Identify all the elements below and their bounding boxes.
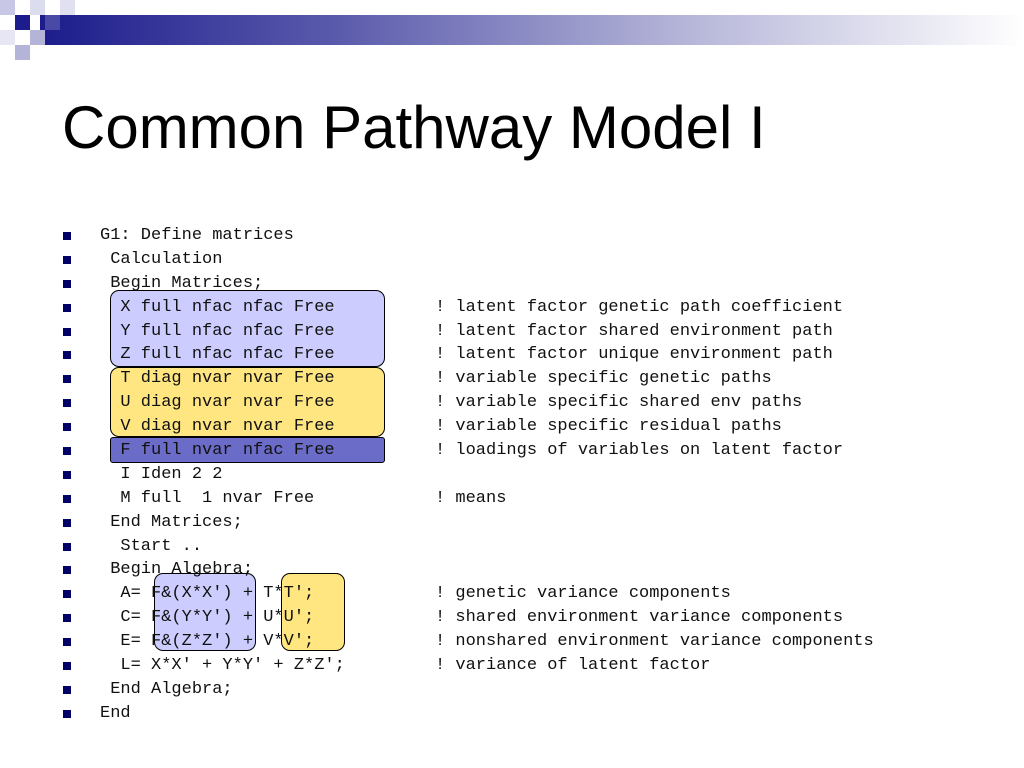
code-text: C= F&(Y*Y') + U*U'; xyxy=(100,608,315,628)
bullet-icon xyxy=(63,638,71,647)
code-line: A= F&(X*X') + T*T'; ! genetic variance co… xyxy=(0,582,1024,606)
code-line: Y full nfac nfac Free ! latent factor sha… xyxy=(0,320,1024,344)
code-comment: ! nonshared environment variance compone… xyxy=(435,632,874,652)
code-comment: ! variable specific residual paths xyxy=(435,417,782,437)
bullet-icon xyxy=(63,614,71,623)
bullet-icon xyxy=(63,518,71,527)
header-square-2 xyxy=(15,15,30,30)
code-comment: ! genetic variance components xyxy=(435,584,731,604)
code-comment: ! variance of latent factor xyxy=(435,656,711,676)
bullet-icon xyxy=(63,566,71,575)
code-text: End xyxy=(100,703,131,723)
code-line: Calculation xyxy=(0,248,1024,272)
code-line: End xyxy=(0,702,1024,726)
bullet-icon xyxy=(63,279,71,288)
code-line: Begin Algebra; xyxy=(0,558,1024,582)
code-comment: ! means xyxy=(435,488,507,508)
code-text: End Algebra; xyxy=(100,679,233,699)
code-text: F full nvar nfac Free xyxy=(100,441,335,461)
code-line: G1: Define matrices xyxy=(0,224,1024,248)
code-text: Calculation xyxy=(100,249,223,269)
bullet-icon xyxy=(63,662,71,671)
slide-title: Common Pathway Model I xyxy=(62,94,766,161)
bullet-icon xyxy=(63,685,71,694)
header-square-1 xyxy=(0,0,15,15)
code-line: Start .. xyxy=(0,535,1024,559)
bullet-icon xyxy=(63,423,71,432)
code-comment: ! latent factor genetic path coefficient xyxy=(435,297,844,317)
code-text: T diag nvar nvar Free xyxy=(100,369,335,389)
header-square-8 xyxy=(60,0,75,15)
highlight-specific-column xyxy=(281,573,345,651)
header-square-7 xyxy=(15,45,30,60)
code-text: Start .. xyxy=(100,536,203,556)
bullet-icon xyxy=(63,590,71,599)
bullet-icon xyxy=(63,303,71,312)
header-square-6 xyxy=(0,30,15,45)
code-line: Begin Matrices; xyxy=(0,272,1024,296)
code-comment: ! variable specific genetic paths xyxy=(435,369,772,389)
code-text: Z full nfac nfac Free xyxy=(100,345,335,365)
bullet-icon xyxy=(63,494,71,503)
code-text: U diag nvar nvar Free xyxy=(100,393,335,413)
code-line: U diag nvar nvar Free ! variable specific… xyxy=(0,391,1024,415)
code-line: End Algebra; xyxy=(0,678,1024,702)
bullet-icon xyxy=(63,447,71,456)
code-line: I Iden 2 2 xyxy=(0,463,1024,487)
code-line: Z full nfac nfac Free ! latent factor uni… xyxy=(0,343,1024,367)
code-comment: ! shared environment variance components xyxy=(435,608,844,628)
code-listing: G1: Define matrices Calculation Begin Ma… xyxy=(0,224,1024,726)
code-text: End Matrices; xyxy=(100,512,243,532)
code-text: Y full nfac nfac Free xyxy=(100,321,335,341)
bullet-icon xyxy=(63,327,71,336)
code-comment: ! latent factor unique environment path xyxy=(435,345,833,365)
code-comment: ! variable specific shared env paths xyxy=(435,393,803,413)
code-text: Begin Matrices; xyxy=(100,273,264,293)
code-line: T diag nvar nvar Free ! variable specific… xyxy=(0,367,1024,391)
code-line: L= X*X' + Y*Y' + Z*Z'; ! variance of late… xyxy=(0,654,1024,678)
code-text: I Iden 2 2 xyxy=(100,464,223,484)
code-line: V diag nvar nvar Free ! variable specific… xyxy=(0,415,1024,439)
code-line: M full 1 nvar Free ! means xyxy=(0,487,1024,511)
code-line: C= F&(Y*Y') + U*U'; ! shared environment … xyxy=(0,606,1024,630)
header-square-4 xyxy=(30,0,45,15)
code-text: Begin Algebra; xyxy=(100,560,254,580)
header-square-3 xyxy=(30,30,45,45)
code-text: X full nfac nfac Free xyxy=(100,297,335,317)
bullet-icon xyxy=(63,255,71,264)
code-text: M full 1 nvar Free xyxy=(100,488,315,508)
code-line: End Matrices; xyxy=(0,511,1024,535)
highlight-loadings-matrix xyxy=(110,437,385,463)
code-comment: ! loadings of variables on latent factor xyxy=(435,441,844,461)
bullet-icon xyxy=(63,375,71,384)
header-square-5 xyxy=(45,15,60,30)
code-line: F full nvar nfac Free ! loadings of varia… xyxy=(0,439,1024,463)
code-text: A= F&(X*X') + T*T'; xyxy=(100,584,315,604)
highlight-specific-matrices xyxy=(110,367,385,437)
highlight-loadings-column xyxy=(154,573,256,651)
bullet-icon xyxy=(63,351,71,360)
bullet-icon xyxy=(63,709,71,718)
code-text: G1: Define matrices xyxy=(100,226,294,245)
highlight-latent-matrices xyxy=(110,290,385,367)
code-line: E= F&(Z*Z') + V*V'; ! nonshared environme… xyxy=(0,630,1024,654)
bullet-icon xyxy=(63,232,71,240)
code-text: V diag nvar nvar Free xyxy=(100,417,335,437)
code-text: L= X*X' + Y*Y' + Z*Z'; xyxy=(100,656,345,676)
bullet-icon xyxy=(63,399,71,408)
header-gradient-bar xyxy=(40,15,1024,45)
code-comment: ! latent factor shared environment path xyxy=(435,321,833,341)
code-line: X full nfac nfac Free ! latent factor gen… xyxy=(0,296,1024,320)
bullet-icon xyxy=(63,542,71,551)
bullet-icon xyxy=(63,470,71,479)
code-text: E= F&(Z*Z') + V*V'; xyxy=(100,632,315,652)
